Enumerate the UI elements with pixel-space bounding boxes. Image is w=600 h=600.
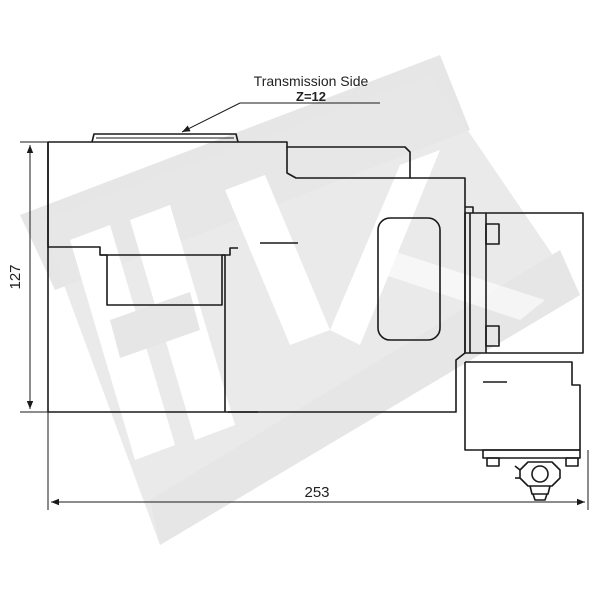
gear-teeth-label: Z=12 [296,89,326,104]
hv-logo-watermark [20,55,580,545]
inspection-window [377,217,441,341]
height-value: 127 [7,264,24,289]
height-dimension: 127 [7,141,48,413]
transmission-side-label: Transmission Side [254,73,369,89]
main-housing [47,141,466,413]
motor-block [464,206,584,354]
fitting-icon [514,461,561,501]
width-dimension: 253 [47,412,589,510]
lower-gear-block [464,361,581,467]
top-flange [91,133,239,143]
width-value: 253 [304,484,329,501]
transmission-annotation: Transmission Side Z=12 [181,73,380,133]
